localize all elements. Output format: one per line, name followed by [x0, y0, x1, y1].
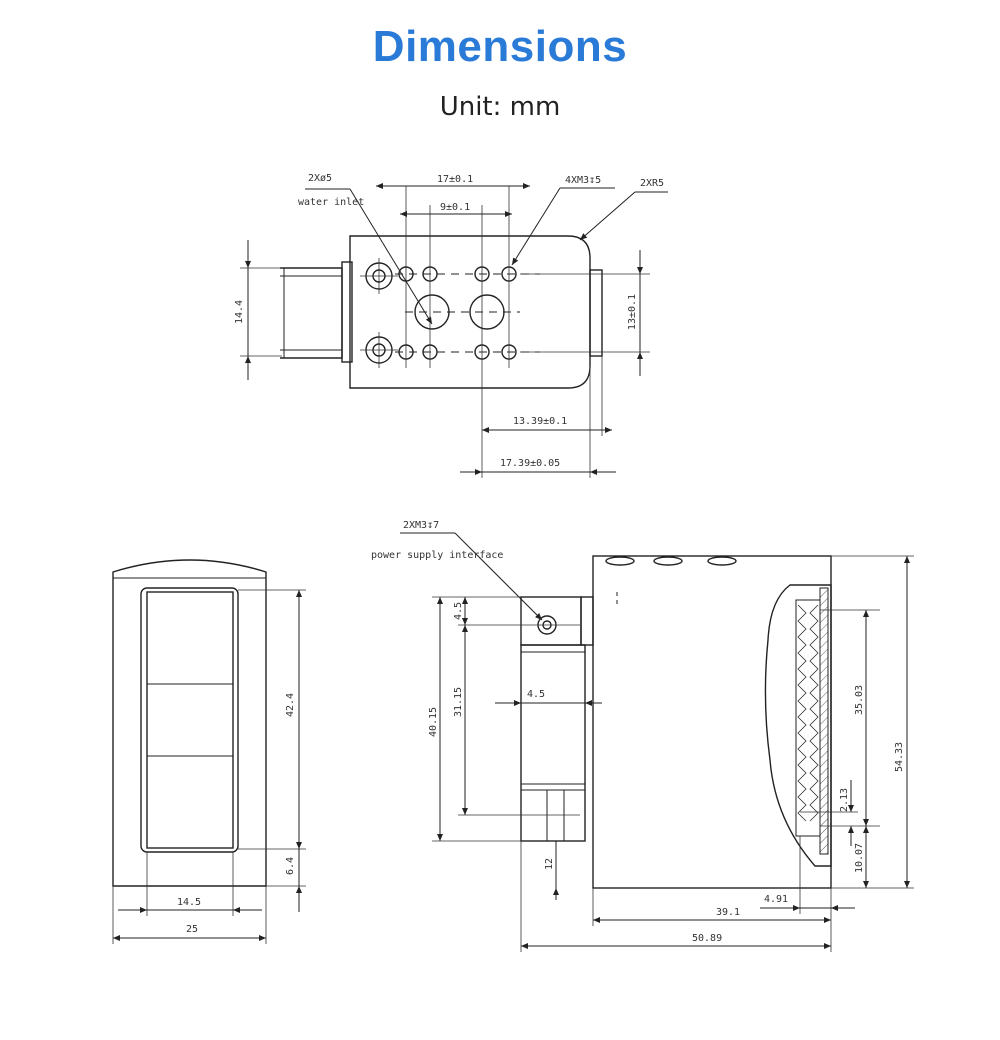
left-view-body — [112, 559, 267, 887]
dim-31-15: 31.15 — [453, 687, 464, 717]
dim-14-4: 14.4 — [234, 300, 245, 324]
left-side-view: 42.4 6.4 14.5 25 — [112, 559, 306, 944]
dim-17-39: 17.39±0.05 — [500, 458, 560, 469]
label-corner-radius: 2XR5 — [640, 178, 664, 189]
dim-12: 12 — [544, 858, 555, 870]
dim-13: 13±0.1 — [627, 294, 638, 330]
dim-4-5: 4.5 — [527, 689, 545, 700]
dim-39-1: 39.1 — [716, 907, 740, 918]
dim-2-13: 2.13 — [839, 788, 850, 812]
unit-label: Unit: mm — [439, 92, 561, 122]
label-water-inlet: water inlet — [298, 197, 364, 208]
page-title: Dimensions — [372, 22, 628, 71]
dim-35-03: 35.03 — [854, 685, 865, 715]
top-view-connector — [280, 267, 343, 359]
label-threaded-holes: 4XM3↧5 — [565, 175, 601, 186]
dim-17: 17±0.1 — [437, 174, 473, 185]
power-connector — [520, 596, 582, 646]
dim-14-5: 14.5 — [177, 897, 201, 908]
fin-pattern — [797, 604, 819, 822]
water-inlet-top — [360, 258, 398, 294]
dim-54-33: 54.33 — [894, 742, 905, 772]
dim-9: 9±0.1 — [440, 202, 470, 213]
label-water-inlet-count: 2Xø5 — [308, 173, 332, 184]
water-inlet-bottom — [360, 332, 398, 368]
mounting-holes — [398, 266, 517, 360]
top-view: 17±0.1 9±0.1 2Xø5 water inlet 4XM3↧5 2XR… — [234, 173, 668, 478]
dim-40-15: 40.15 — [428, 707, 439, 737]
right-side-view: 2XM3↧7 power supply interface 4.5 31.15 … — [371, 520, 914, 952]
dim-50-89: 50.89 — [692, 933, 722, 944]
top-view-right-tab — [589, 269, 603, 357]
dim-10-07: 10.07 — [854, 843, 865, 873]
dim-4-91: 4.91 — [764, 894, 788, 905]
dim-25: 25 — [186, 924, 198, 935]
label-power-thread: 2XM3↧7 — [403, 520, 439, 531]
label-power-interface: power supply interface — [371, 550, 503, 561]
dim-13-39: 13.39±0.1 — [513, 416, 567, 427]
dim-6-4: 6.4 — [285, 857, 296, 875]
dim-4-5-top: 4.5 — [453, 602, 464, 620]
dim-42-4: 42.4 — [285, 693, 296, 717]
